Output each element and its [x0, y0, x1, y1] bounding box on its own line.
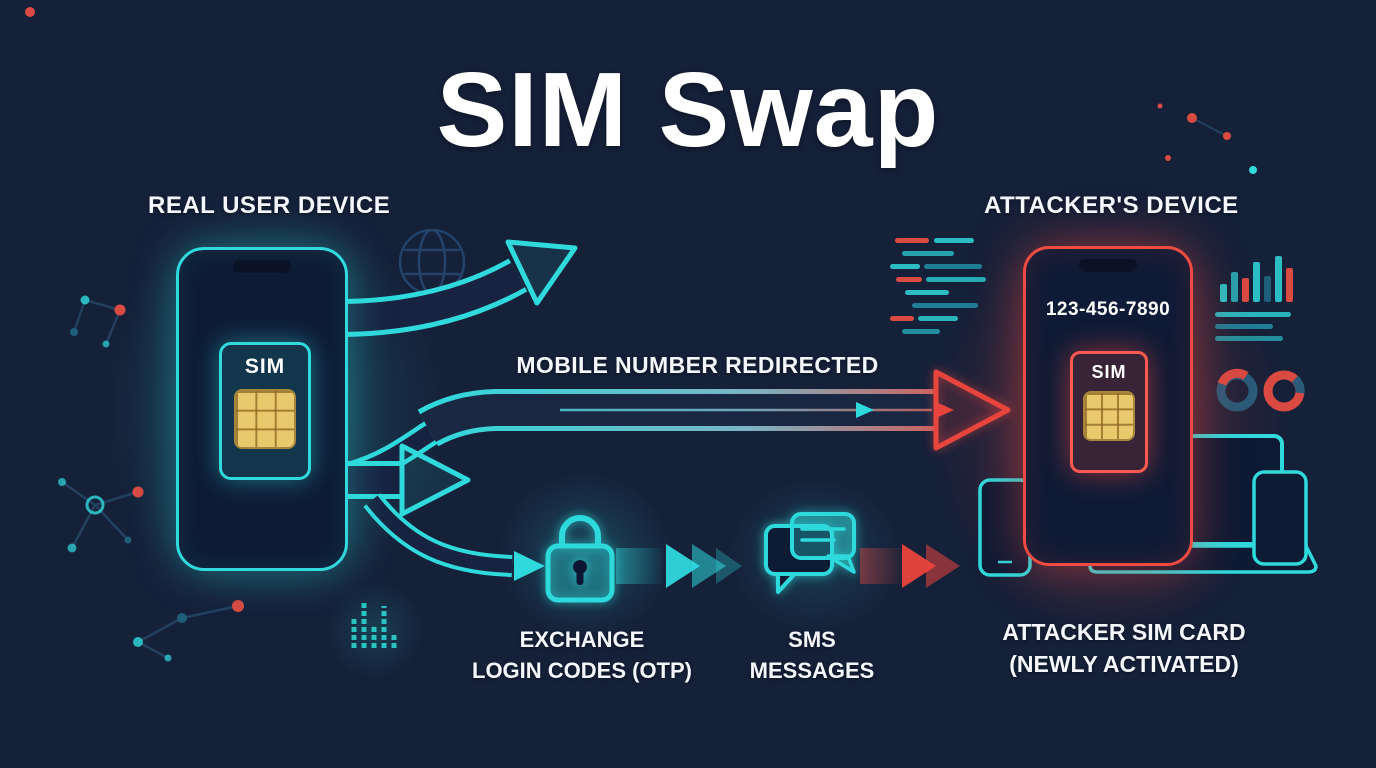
donut-chart-icon	[1216, 368, 1305, 412]
trend-lines-icon	[1215, 312, 1291, 341]
attacker-phone: 123-456-7890 SIM	[1023, 246, 1193, 566]
sms-caption-line2: MESSAGES	[749, 658, 875, 683]
otp-flow-arrow	[338, 443, 545, 581]
phone-notch	[233, 260, 291, 273]
phone-notch	[1079, 259, 1137, 272]
sim-label: SIM	[244, 355, 286, 378]
scatter-dots-icon	[1157, 103, 1257, 174]
sim-label: SIM	[1091, 362, 1127, 382]
attacker-device-label: ATTACKER'S DEVICE	[984, 192, 1239, 219]
sms-bubbles-icon	[764, 512, 856, 594]
sim-chip-icon	[234, 389, 296, 449]
attacker-sim-caption: ATTACKER SIM CARD (NEWLY ACTIVATED)	[979, 616, 1269, 680]
chevrons-red	[860, 544, 960, 588]
page-title: SIM Swap	[436, 51, 940, 169]
sms-caption-line1: SMS	[788, 627, 836, 652]
phone-small-right-icon	[1252, 470, 1308, 566]
corner-dot	[25, 7, 35, 17]
real-user-device-label: REAL USER DEVICE	[148, 192, 391, 219]
attacker-sim-card: SIM	[1070, 351, 1148, 473]
redirect-arrow	[417, 369, 1011, 451]
network-graph-icon-top	[70, 295, 126, 348]
top-arrow	[337, 239, 578, 337]
network-graph-icon-middle	[58, 478, 144, 553]
user-sim-card: SIM	[219, 342, 311, 480]
sms-caption: SMS MESSAGES	[737, 624, 887, 686]
otp-caption-line2: LOGIN CODES (OTP)	[472, 658, 692, 683]
network-graph-icon-bottom	[133, 600, 244, 662]
equalizer-icon	[351, 600, 397, 648]
attacker-sim-caption-line1: ATTACKER SIM CARD	[1002, 619, 1246, 645]
otp-caption-line1: EXCHANGE	[519, 627, 645, 652]
redirect-label: MOBILE NUMBER REDIRECTED	[516, 352, 879, 378]
otp-caption: EXCHANGE LOGIN CODES (OTP)	[447, 624, 717, 686]
bar-chart-icon	[1220, 256, 1293, 302]
chevrons-teal	[616, 544, 742, 588]
code-lines-icon	[890, 238, 986, 334]
phone-number: 123-456-7890	[1045, 299, 1171, 320]
sim-chip-icon	[1083, 391, 1135, 441]
real-user-phone: SIM	[176, 247, 348, 571]
lock-icon	[545, 515, 615, 603]
attacker-sim-caption-line2: (NEWLY ACTIVATED)	[1009, 651, 1239, 677]
